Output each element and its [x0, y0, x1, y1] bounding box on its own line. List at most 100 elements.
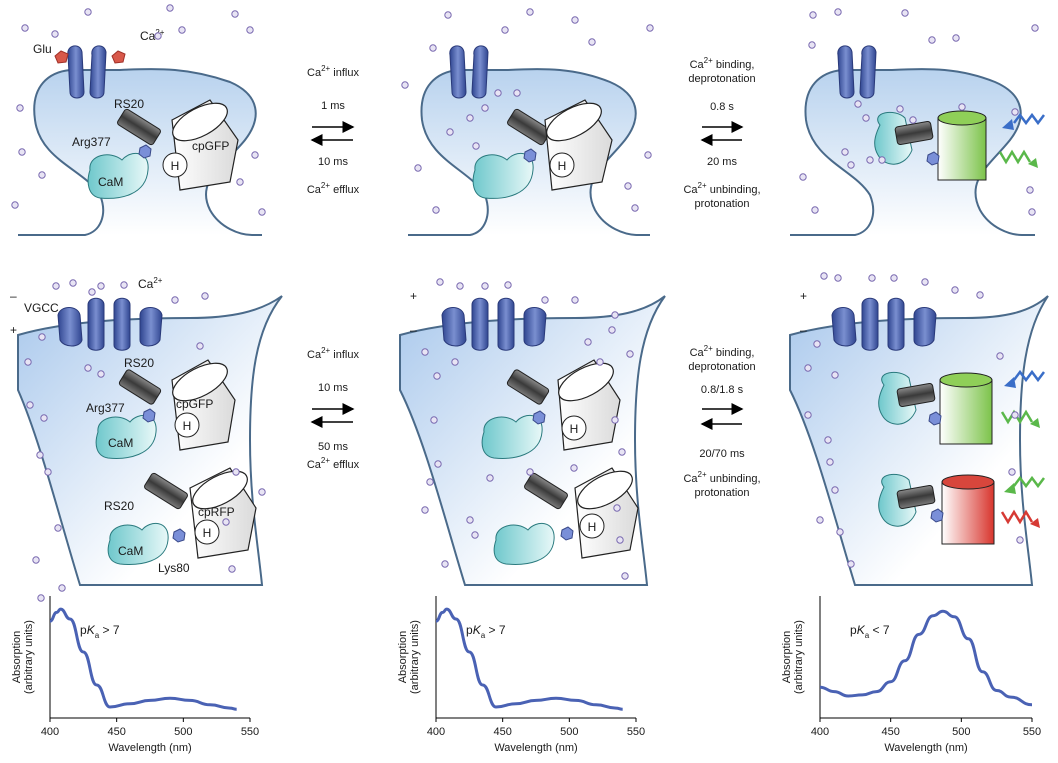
calcium-ion-icon: [799, 173, 807, 181]
chromophore-label: H: [588, 520, 597, 534]
glutamate-receptor: [67, 45, 107, 99]
emission-arrowhead: [1028, 158, 1038, 168]
membrane-minus: –: [10, 289, 17, 303]
calcium-ion-icon: [40, 414, 48, 422]
calcium-ion-icon: [52, 282, 60, 290]
calcium-ion-icon: [236, 178, 244, 186]
x-tick-label: 500: [560, 726, 578, 738]
calcium-ion-icon: [84, 8, 92, 16]
calcium-ion-icon: [646, 24, 654, 32]
calcium-ion-icon: [513, 89, 521, 97]
pka-annotation: pKa > 7: [80, 623, 120, 640]
row2-panel3: + –: [789, 289, 1049, 586]
chromophore-icon: [579, 513, 605, 539]
calcium-ion-icon: [18, 148, 26, 156]
calcium-ion-icon: [51, 30, 59, 38]
calcium-ions: [11, 4, 1039, 602]
cam-blob: [472, 152, 534, 199]
ca-label: Ca2+: [138, 276, 163, 291]
spine-membrane: [790, 68, 1035, 236]
x-tick-label: 400: [811, 726, 829, 738]
calcium-ion-icon: [896, 105, 904, 113]
calcium-ion-icon: [571, 16, 579, 24]
calcium-ion-icon: [37, 594, 45, 602]
cam-blob: [481, 414, 543, 459]
arg377-label: Arg377: [72, 135, 111, 149]
y-axis-label-units: (arbitrary units): [23, 620, 35, 694]
calcium-ion-icon: [611, 311, 619, 319]
efflux-label: Ca2+ efflux: [307, 456, 360, 471]
calcium-ion-icon: [1031, 24, 1039, 32]
rate-reverse: 20/70 ms: [699, 448, 745, 460]
calcium-ion-icon: [890, 274, 898, 282]
arg377-icon: [926, 151, 940, 166]
excitation-arrowhead: [1004, 483, 1016, 494]
calcium-ion-icon: [11, 201, 19, 209]
deprotonation-label: deprotonation: [688, 73, 755, 85]
emission-arrow-green: [998, 149, 1032, 165]
lys80-icon: [172, 528, 186, 543]
x-tick-label: 450: [493, 726, 511, 738]
x-tick-label: 500: [952, 726, 970, 738]
x-tick-label: 550: [1023, 726, 1041, 738]
excitation-arrowhead: [1004, 377, 1016, 388]
rs20-cylinder: [894, 120, 934, 146]
calcium-ion-icon: [616, 536, 624, 544]
ca-label: Ca2+: [140, 28, 165, 43]
calcium-ion-icon: [414, 164, 422, 172]
calcium-ion-icon: [88, 288, 96, 296]
x-tick-label: 450: [881, 726, 899, 738]
calcium-ion-icon: [97, 282, 105, 290]
pka-annotation: pKa > 7: [466, 623, 506, 640]
calcium-ion-icon: [541, 296, 549, 304]
calcium-ion-icon: [436, 278, 444, 286]
emission-arrow-red: [1000, 509, 1034, 525]
chromophore-label: H: [558, 159, 567, 173]
influx-label: Ca2+ influx: [307, 346, 359, 361]
calcium-ion-icon: [862, 114, 870, 122]
vgcc-channel: [831, 297, 937, 351]
calcium-ion-icon: [21, 24, 29, 32]
calcium-ion-icon: [44, 468, 52, 476]
calcium-ion-icon: [1026, 186, 1034, 194]
calcium-ion-icon: [251, 151, 259, 159]
y-axis-label-units: (arbitrary units): [409, 620, 421, 694]
chromophore-icon: [162, 152, 188, 178]
cam-blob: [874, 111, 913, 165]
calcium-ion-icon: [426, 478, 434, 486]
rate-forward: 10 ms: [318, 382, 348, 394]
rs20-cylinder: [896, 382, 936, 408]
y-axis-label: Absorption: [397, 631, 409, 684]
calcium-ion-icon: [866, 156, 874, 164]
calcium-ion-icon: [228, 565, 236, 573]
calcium-ion-icon: [644, 151, 652, 159]
calcium-ion-icon: [878, 156, 886, 164]
binding-label: Ca2+ binding,: [690, 56, 755, 71]
calcium-ion-icon: [996, 352, 1004, 360]
arg377-icon: [532, 410, 546, 425]
lys80-icon: [930, 508, 944, 523]
calcium-ion-icon: [504, 281, 512, 289]
rate-forward: 0.8/1.8 s: [701, 384, 744, 396]
rs20-cylinder: [506, 369, 550, 405]
y-axis-label: Absorption: [11, 631, 23, 684]
excitation-arrow-blue: [1013, 369, 1045, 383]
rate-forward: 1 ms: [321, 100, 345, 112]
calcium-ion-icon: [58, 584, 66, 592]
chromophore-icon: [561, 415, 587, 441]
calcium-ion-icon: [834, 8, 842, 16]
calcium-ion-icon: [836, 528, 844, 536]
arg377-icon: [928, 411, 942, 426]
calcium-ion-icon: [951, 286, 959, 294]
calcium-ion-icon: [921, 278, 929, 286]
calcium-ion-icon: [976, 291, 984, 299]
calcium-ion-icon: [1028, 208, 1036, 216]
calcium-ion-icon: [928, 36, 936, 44]
calcium-ion-icon: [847, 161, 855, 169]
rate-forward: 0.8 s: [710, 101, 734, 113]
vgcc-label: VGCC: [24, 301, 59, 315]
protonation-label: protonation: [694, 487, 749, 499]
membrane-minus: –: [800, 323, 807, 337]
absorption-curve: [49, 607, 237, 711]
